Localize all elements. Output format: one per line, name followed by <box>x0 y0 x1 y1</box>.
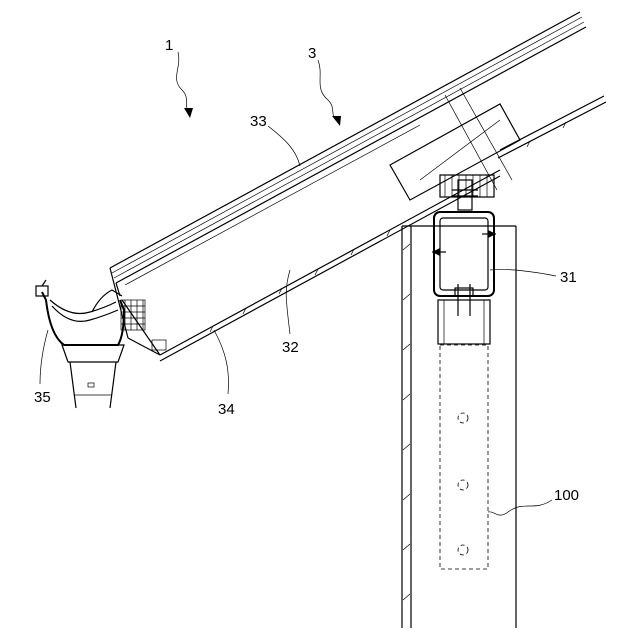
steel-channel <box>432 212 496 344</box>
underside-ticks <box>210 122 566 332</box>
roof-panel <box>110 12 606 361</box>
label-33: 33 <box>250 113 267 130</box>
wall-cladding-ticks <box>403 244 410 600</box>
reference-labels: 1 3 33 32 31 34 35 100 <box>34 37 579 504</box>
label-34: 34 <box>218 401 235 418</box>
label-32: 32 <box>282 339 299 356</box>
wall-section <box>402 226 516 628</box>
label-31: 31 <box>560 269 577 286</box>
label-100: 100 <box>554 487 579 504</box>
ridge-bracket-assembly <box>390 88 520 210</box>
label-35: 35 <box>34 389 51 406</box>
label-3: 3 <box>308 45 316 62</box>
label-1: 1 <box>165 37 173 54</box>
